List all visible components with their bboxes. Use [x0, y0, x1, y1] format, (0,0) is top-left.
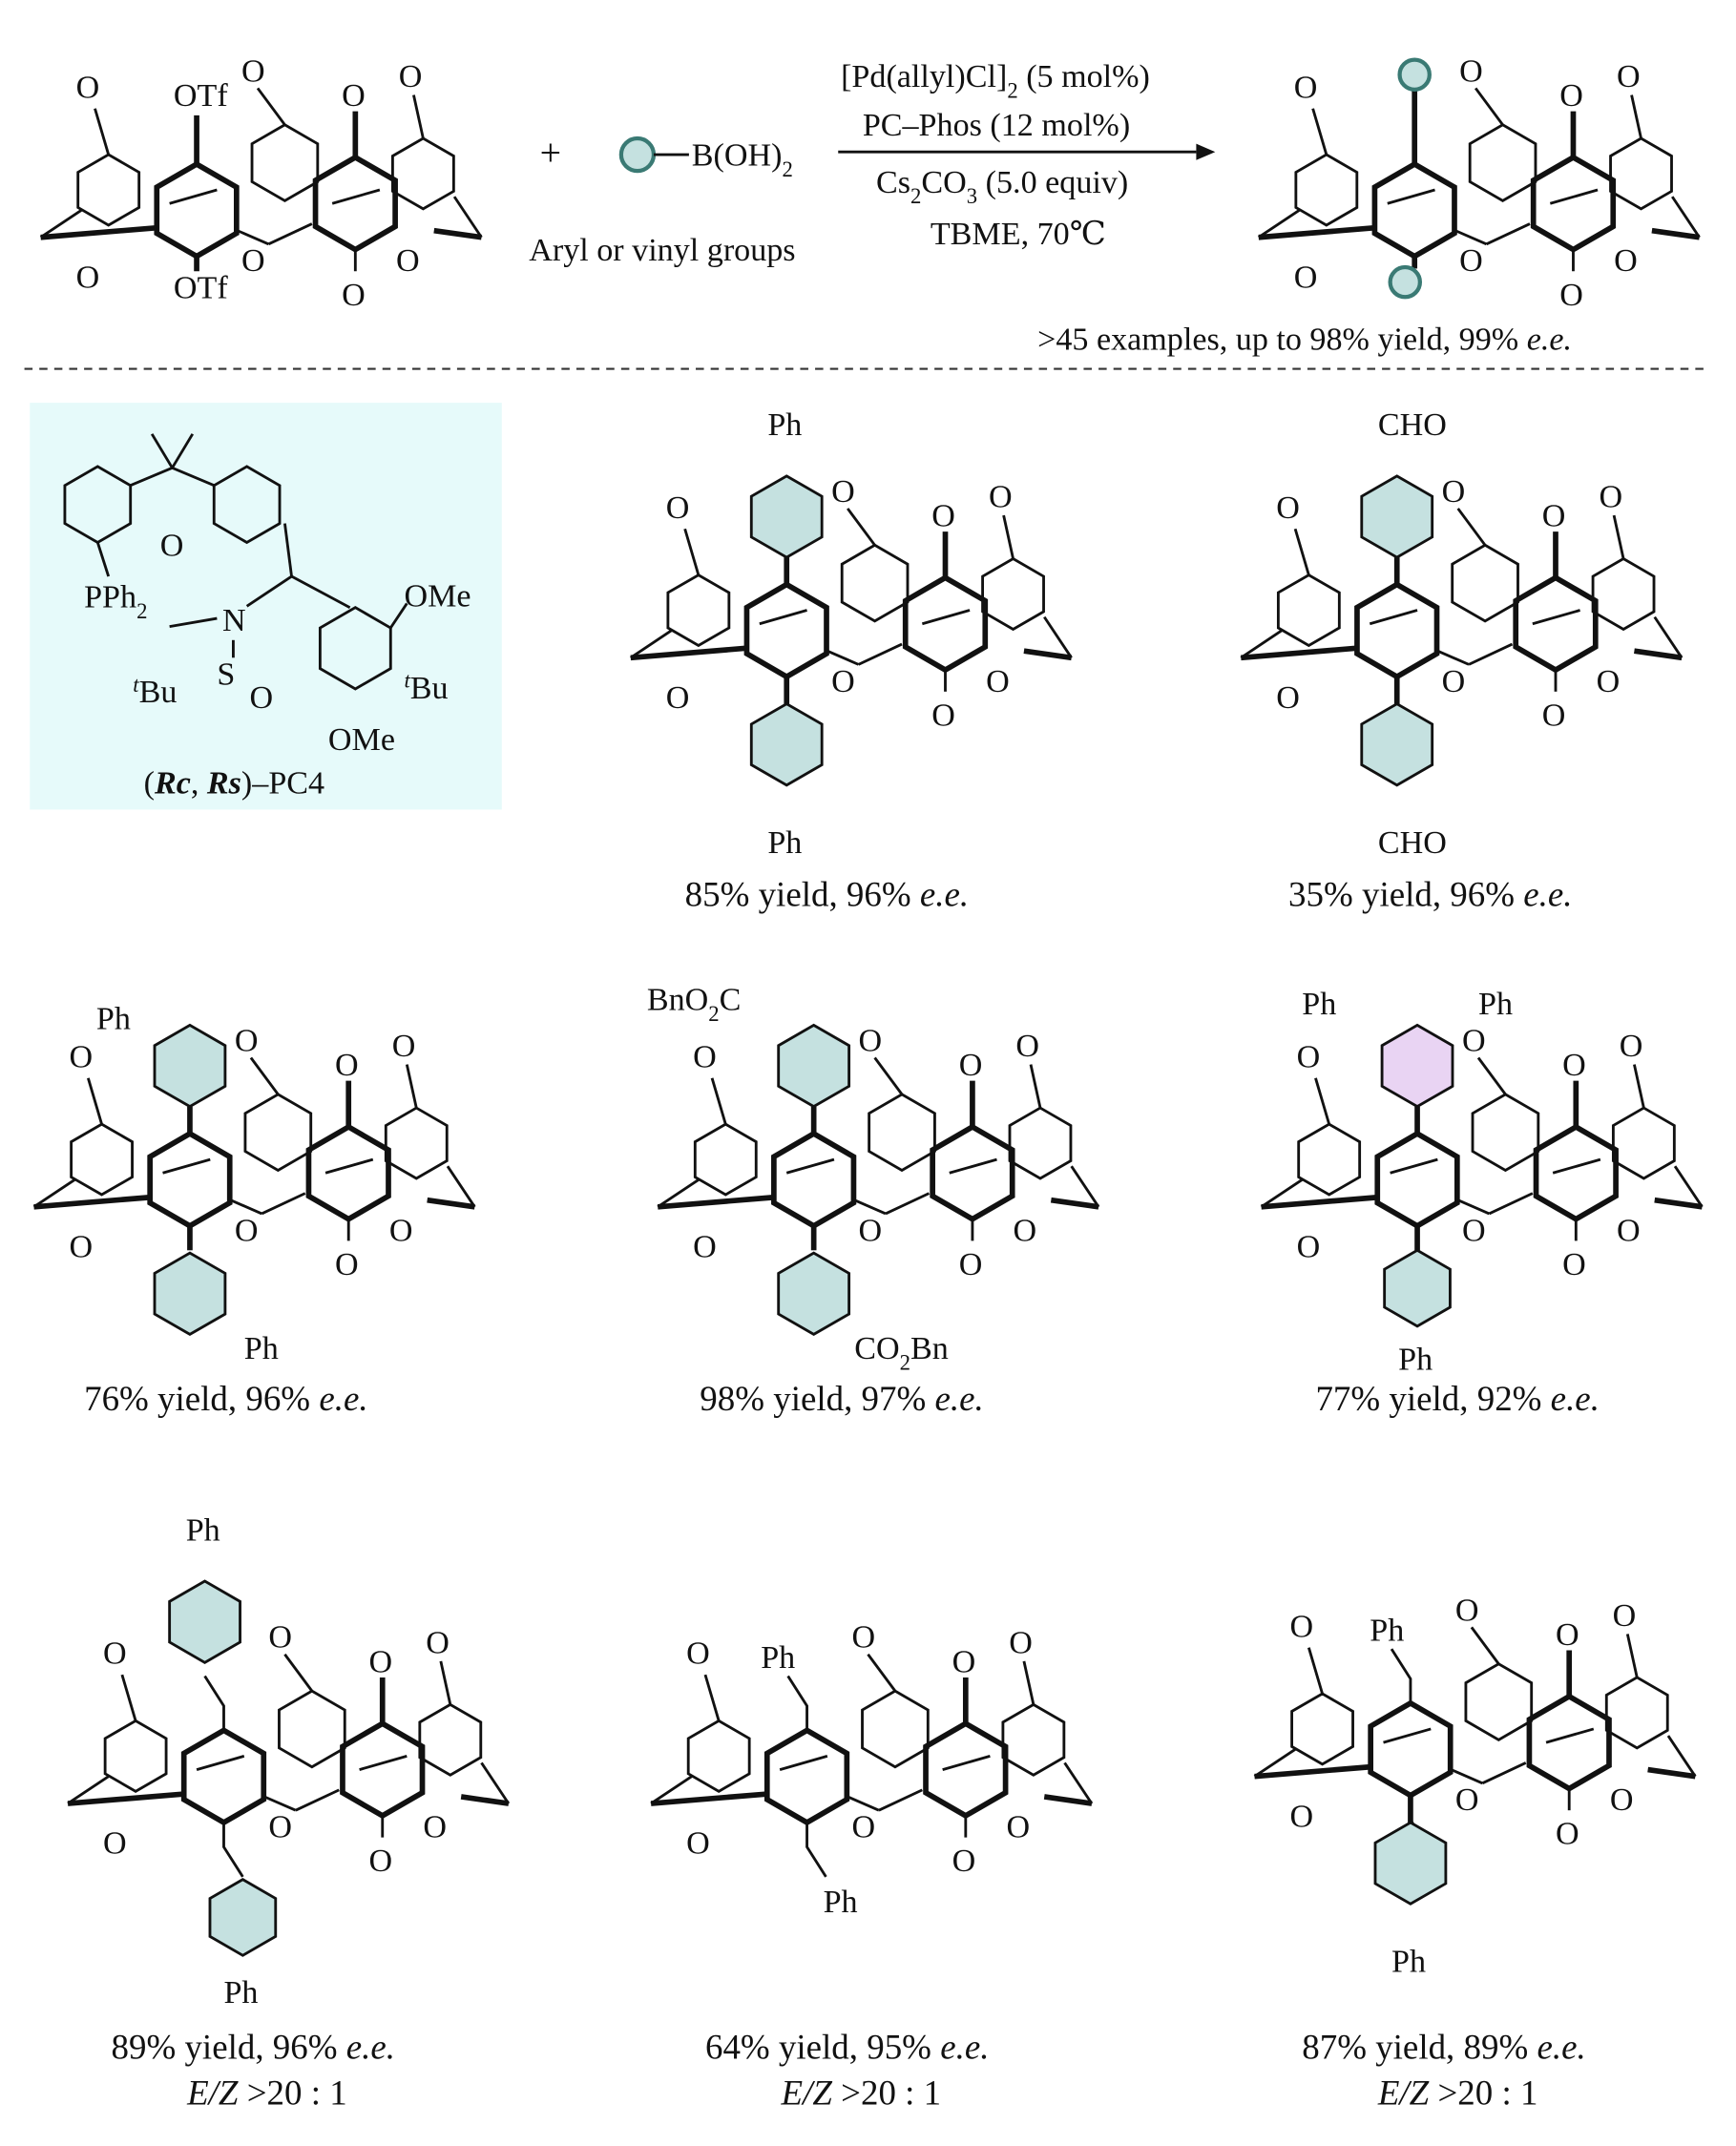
yield-caption: 77% yield, 92% e.e.	[1315, 1379, 1599, 1418]
ez-ratio: E/Z >20 : 1	[781, 2073, 942, 2113]
aryl-ring	[1360, 474, 1434, 559]
aryl-ring	[777, 1023, 851, 1109]
plus-sign: +	[540, 132, 561, 174]
ome-label: OMe	[328, 722, 395, 758]
substituent-label: Ph	[767, 825, 802, 861]
aryl-ring	[168, 1579, 241, 1664]
ez-ratio: E/Z >20 : 1	[186, 2073, 347, 2113]
xanthene-oxygen: O	[160, 529, 184, 564]
ome-label: OMe	[404, 578, 471, 614]
substituent-label: Ph	[761, 1640, 795, 1676]
substituent-label: Ph	[223, 1975, 258, 2011]
sulfur-label: S	[217, 657, 235, 693]
aryl-ring	[749, 474, 824, 559]
yield-caption: 98% yield, 97% e.e.	[700, 1379, 983, 1418]
aryl-ring	[1373, 1821, 1448, 1906]
substituent-label: Ph	[767, 407, 802, 443]
example-4: BnO2C CO2Bn 98% yield, 97% e.e.	[647, 983, 1098, 1418]
aryl-ring	[1383, 1248, 1452, 1328]
otf-bottom-label: OTf	[174, 271, 228, 306]
yield-caption: 89% yield, 96% e.e.	[112, 2027, 395, 2066]
nitrogen-label: N	[222, 603, 246, 638]
boronic-acid: B(OH)2 Aryl or vinyl groups	[529, 135, 796, 268]
aryl-ring	[153, 1023, 227, 1109]
sulfinyl-oxygen: O	[249, 680, 273, 716]
aryl-ring	[749, 701, 824, 787]
substituent-label: BnO2C	[647, 983, 742, 1026]
substituent-label: Ph	[1370, 1614, 1404, 1649]
substituent-label: CHO	[1378, 825, 1447, 861]
product	[1259, 53, 1700, 312]
substituent-label: Ph	[96, 1002, 131, 1037]
substituent-label: Ph	[824, 1885, 858, 1920]
ligand-box: O PPh2 N S O tBu OMe tBu OMe (Rc, Rs)–PC…	[30, 403, 502, 810]
ez-ratio: E/Z >20 : 1	[1377, 2073, 1538, 2113]
aryl-circle-icon	[618, 135, 657, 174]
substituent-label: CO2Bn	[854, 1331, 949, 1374]
condition-ligand: PC–Phos (12 mol%)	[863, 108, 1130, 143]
ligand-name: (Rc, Rs)–PC4	[144, 765, 324, 801]
substituent-label: Ph	[1302, 987, 1336, 1022]
yield-caption: 35% yield, 96% e.e.	[1288, 874, 1572, 913]
condition-solvent-temp: TBME, 70℃	[931, 217, 1106, 252]
example-2: CHO CHO 35% yield, 96% e.e.	[1241, 407, 1682, 913]
aryl-ring	[1360, 701, 1434, 787]
aryl-ring	[777, 1251, 851, 1337]
yield-caption: 85% yield, 96% e.e.	[685, 874, 969, 913]
condition-base: Cs2CO3 (5.0 equiv)	[876, 165, 1128, 208]
boronic-label: B(OH)2	[692, 137, 793, 180]
scope-summary: >45 examples, up to 98% yield, 99% e.e.	[1037, 323, 1572, 358]
yield-caption: 87% yield, 89% e.e.	[1302, 2027, 1585, 2066]
substituent-label: Ph	[244, 1331, 279, 1366]
reagent-note: Aryl or vinyl groups	[529, 233, 795, 268]
pph2-label: PPh2	[84, 580, 147, 623]
conditions: [Pd(allyl)Cl]2 (5 mol%) PC–Phos (12 mol%…	[838, 59, 1216, 252]
otf-top-label: OTf	[174, 78, 228, 114]
substituent-label: Ph	[1398, 1342, 1433, 1377]
substituent-label: CHO	[1378, 407, 1447, 443]
tbu-label: tBu	[404, 669, 448, 706]
substituent-label: Ph	[186, 1512, 220, 1548]
starting-material: OTf OTf	[41, 53, 482, 312]
yield-caption: 64% yield, 95% e.e.	[705, 2027, 989, 2066]
tbu-label: tBu	[133, 673, 177, 710]
aryl-ring	[1380, 1023, 1454, 1109]
condition-catalyst: [Pd(allyl)Cl]2 (5 mol%)	[841, 59, 1150, 102]
substituent-label: Ph	[1478, 987, 1513, 1022]
yield-caption: 76% yield, 96% e.e.	[84, 1379, 367, 1418]
aryl-ring	[153, 1251, 227, 1337]
aryl-ring	[208, 1878, 278, 1957]
substituent-label: Ph	[1391, 1944, 1426, 1979]
